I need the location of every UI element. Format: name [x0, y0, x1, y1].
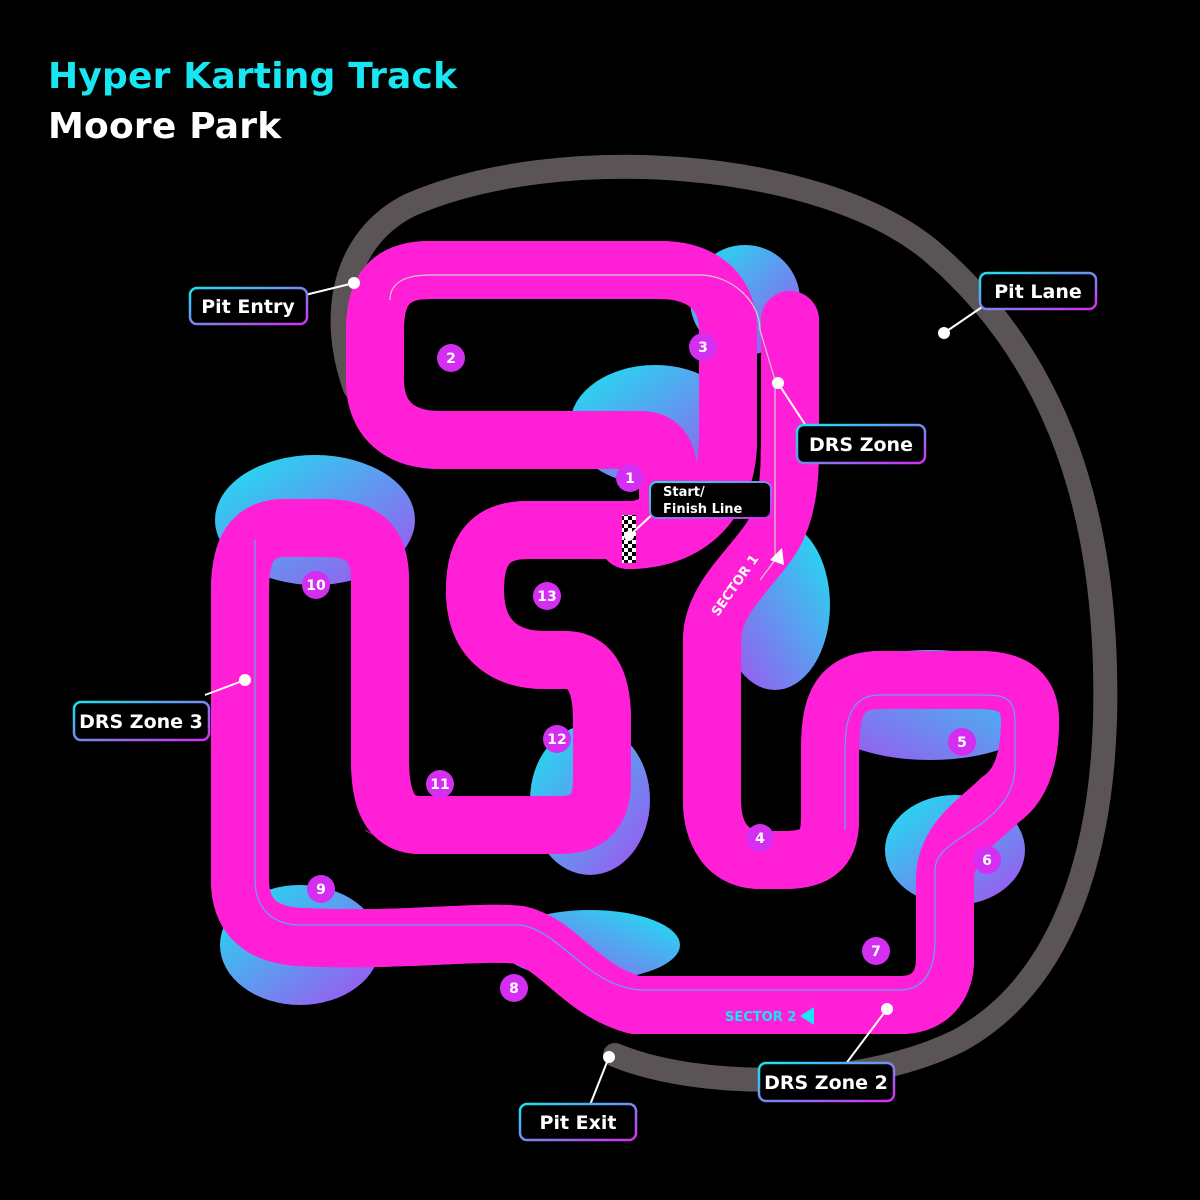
corner-number: 9 [316, 882, 326, 898]
sector-3-arrow [438, 835, 452, 852]
corner-marker-circle [616, 464, 644, 492]
drs-zone-2-label: DRS Zone 2 [764, 1072, 888, 1094]
corner-marker-7: 7 [862, 937, 890, 965]
corner-marker-9: 9 [307, 875, 335, 903]
corner-marker-circle [973, 846, 1001, 874]
corner-number: 1 [625, 471, 635, 487]
corner-number: 5 [957, 735, 967, 751]
corner-marker-4: 4 [746, 824, 774, 852]
corner-number: 2 [446, 351, 456, 367]
sector-2-text: SECTOR 2 [725, 1010, 796, 1025]
corner-number: 4 [755, 831, 765, 847]
corner-marker-circle [689, 333, 717, 361]
sector-1-arrow [770, 548, 784, 565]
corner-number: 8 [509, 981, 519, 997]
drs-zone-label: DRS Zone [809, 434, 913, 456]
corner-number: 12 [547, 732, 566, 748]
corner-marker-10: 10 [302, 571, 330, 599]
corner-marker-8: 8 [500, 974, 528, 1002]
corner-marker-circle [948, 728, 976, 756]
pit-exit-label: Pit Exit [540, 1112, 617, 1134]
corner-marker-11: 11 [426, 770, 454, 798]
pit-lane-label: Pit Lane [994, 281, 1081, 303]
pit-exit-callout: Pit Exit [518, 1102, 638, 1142]
corner-marker-6: 6 [973, 846, 1001, 874]
corner-marker-circle [746, 824, 774, 852]
corner-marker-circle [543, 725, 571, 753]
corner-marker-circle [533, 582, 561, 610]
pit-entry-callout: Pit Entry [188, 286, 309, 326]
race-track [211, 241, 1059, 1034]
drs-zone-3-label: DRS Zone 3 [79, 711, 203, 733]
drs-zone-2-callout: DRS Zone 2 [757, 1061, 896, 1103]
sector-3-label: SECTOR 3 [438, 835, 527, 852]
pit-entry-label: Pit Entry [201, 296, 295, 318]
corner-number: 7 [871, 944, 881, 960]
start-finish-callout: Start/ Finish Line [649, 481, 772, 519]
corner-marker-5: 5 [948, 728, 976, 756]
corner-number: 6 [982, 853, 992, 869]
drs-zone-3-callout: DRS Zone 3 [72, 700, 211, 742]
corner-marker-2: 2 [437, 344, 465, 372]
corner-marker-1: 1 [616, 464, 644, 492]
corner-marker-12: 12 [543, 725, 571, 753]
corner-marker-3: 3 [689, 333, 717, 361]
corner-marker-circle [437, 344, 465, 372]
sector-2-label: SECTOR 2 [725, 1007, 814, 1025]
corner-marker-circle [500, 974, 528, 1002]
sector-2-arrow [800, 1007, 814, 1025]
corner-marker-circle [307, 875, 335, 903]
track-subtitle: Moore Park [48, 106, 282, 147]
corner-number: 13 [537, 589, 556, 605]
track-title: Hyper Karting Track [48, 56, 458, 97]
start-finish-label-line2: Finish Line [663, 502, 743, 517]
pit-lane-road [330, 154, 1118, 1092]
sector-3-text: SECTOR 3 [456, 837, 527, 852]
corner-marker-circle [302, 571, 330, 599]
drs-zone-callout: DRS Zone [795, 423, 927, 465]
corner-number: 10 [306, 578, 326, 594]
start-finish-label-line1: Start/ [663, 485, 705, 500]
callout-leaders [204, 277, 986, 1106]
corner-number: 3 [698, 340, 708, 356]
corner-marker-circle [426, 770, 454, 798]
corner-number: 11 [430, 777, 449, 793]
pit-lane-callout: Pit Lane [978, 271, 1098, 311]
corner-marker-13: 13 [533, 582, 561, 610]
corner-marker-circle [862, 937, 890, 965]
